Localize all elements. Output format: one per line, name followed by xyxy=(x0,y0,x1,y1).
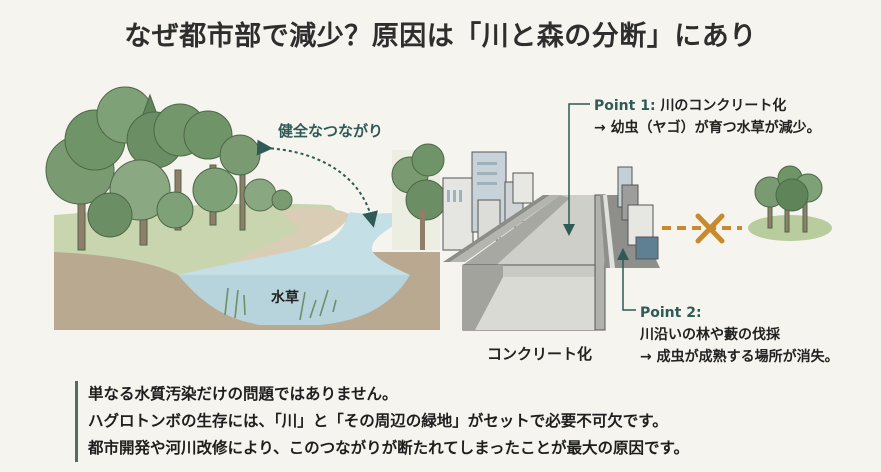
summary-notes: 単なる水質汚染だけの問題ではありません。 ハグロトンボの生存には、「川」と「その… xyxy=(75,381,689,462)
connection-label: 健全なつながり xyxy=(278,122,384,140)
aquatic-plants-label: 水草 xyxy=(271,290,299,306)
page-title: なぜ都市部で減少？原因は「川と森の分断」にあり xyxy=(124,21,757,52)
concrete-label: コンクリート化 xyxy=(487,345,593,363)
concrete-river-scene xyxy=(442,103,832,331)
note-line: 単なる水質汚染だけの問題ではありません。 xyxy=(88,385,398,403)
point-2-callout: Point 2: 川沿いの林や藪の伐採 → 成虫が成熟する場所が消失。 xyxy=(640,302,839,368)
point-1-effect: → 幼虫（ヤゴ）が育つ水草が減少。 xyxy=(594,120,821,136)
point-1-heading: Point 1: xyxy=(594,98,656,114)
point-1-callout: Point 1: 川のコンクリート化 → 幼虫（ヤゴ）が育つ水草が減少。 xyxy=(594,95,821,139)
point-2-heading: Point 2: xyxy=(640,305,702,321)
natural-river-scene xyxy=(45,86,447,330)
point-2-title: 川沿いの林や藪の伐採 xyxy=(640,327,780,343)
point-1-title: 川のコンクリート化 xyxy=(660,98,787,114)
point-2-effect: → 成虫が成熟する場所が消失。 xyxy=(640,349,839,365)
note-line: ハグロトンボの生存には、「川」と「その周辺の緑地」がセットで必要不可欠です。 xyxy=(88,412,668,430)
cross-mark-icon xyxy=(695,213,725,244)
note-line: 都市開発や河川改修により、このつながりが断たれてしまったことが最大の原因です。 xyxy=(88,439,689,457)
